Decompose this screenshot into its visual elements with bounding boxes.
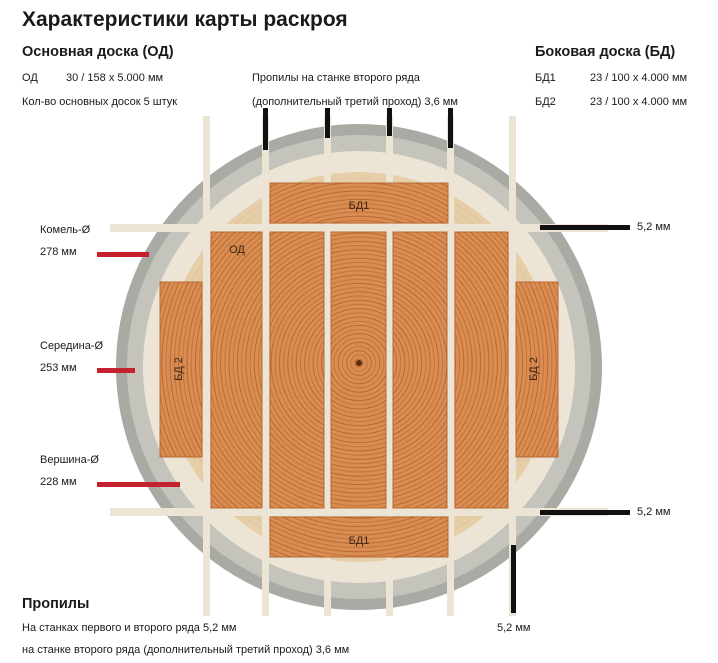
- board-label-od: ОД: [229, 244, 245, 256]
- kerf-pointer-right-2: [540, 510, 630, 515]
- log-pith: [356, 360, 362, 366]
- side-board-size-1: 23 / 100 x 4.000 мм: [590, 72, 688, 84]
- board-od-4: [392, 231, 448, 509]
- page-title: Характеристики карты раскроя: [22, 8, 348, 31]
- board-bd1-bottom: [269, 516, 449, 558]
- side-board-heading: Боковая доска (БД): [535, 44, 676, 60]
- board-od-3: [330, 231, 387, 509]
- side-board-code-1: БД1: [535, 72, 556, 84]
- saw-kerfs: [110, 116, 608, 616]
- main-board-size: 30 / 158 x 5.000 мм: [66, 72, 164, 84]
- middle-diameter-value: 253 мм: [40, 362, 77, 374]
- board-label-bd2-left: БД 2: [173, 357, 185, 381]
- diameter-pointer-middle: [97, 368, 135, 373]
- main-board-heading: Основная доска (ОД): [22, 44, 174, 60]
- kerf-pointer-top-4: [448, 108, 453, 148]
- board-od-5: [454, 231, 509, 509]
- cuts-heading: Пропилы: [22, 596, 90, 612]
- kerf-label-right-bottom: 5,2 мм: [637, 506, 671, 518]
- kerf-pointer-right-1: [540, 225, 630, 230]
- butt-diameter-value: 278 мм: [40, 246, 77, 258]
- board-label-bd1-top: БД1: [349, 200, 370, 212]
- second-row-cuts-line1: Пропилы на станке второго ряда: [252, 72, 420, 84]
- top-diameter-label: Вершина-Ø: [40, 454, 99, 466]
- second-row-cuts-line2: (дополнительный третий проход) 3,6 мм: [252, 96, 458, 108]
- kerf-label-right-top: 5,2 мм: [637, 221, 671, 233]
- diameter-pointer-butt: [97, 252, 149, 257]
- side-board-size-2: 23 / 100 x 4.000 мм: [590, 96, 688, 108]
- butt-diameter-label: Комель-Ø: [40, 224, 91, 236]
- board-bd2-left: [159, 281, 203, 458]
- board-bd1-top: [269, 182, 449, 224]
- cuts-line1: На станках первого и второго ряда 5,2 мм: [22, 622, 237, 634]
- kerf-label-bottom: 5,2 мм: [497, 622, 531, 634]
- board-label-bd2-right: БД 2: [528, 357, 540, 381]
- middle-diameter-label: Середина-Ø: [40, 340, 104, 352]
- kerf-pointer-top-2: [325, 108, 330, 138]
- main-board-count: Кол-во основных досок 5 штук: [22, 96, 178, 108]
- kerf-pointer-top-3: [387, 108, 392, 136]
- board-label-bd1-bottom: БД1: [349, 535, 370, 547]
- kerf-pointer-bottom: [511, 545, 516, 613]
- diameter-pointer-top: [97, 482, 180, 487]
- cuts-line2: на станке второго ряда (дополнительный т…: [22, 644, 350, 656]
- side-board-code-2: БД2: [535, 96, 556, 108]
- board-od-1: [210, 231, 263, 509]
- main-board-code: ОД: [22, 72, 38, 84]
- pointers: [97, 108, 630, 613]
- kerf-pointer-top-1: [263, 108, 268, 150]
- board-od-2: [269, 231, 325, 509]
- board-bd2-right: [515, 281, 559, 458]
- top-diameter-value: 228 мм: [40, 476, 77, 488]
